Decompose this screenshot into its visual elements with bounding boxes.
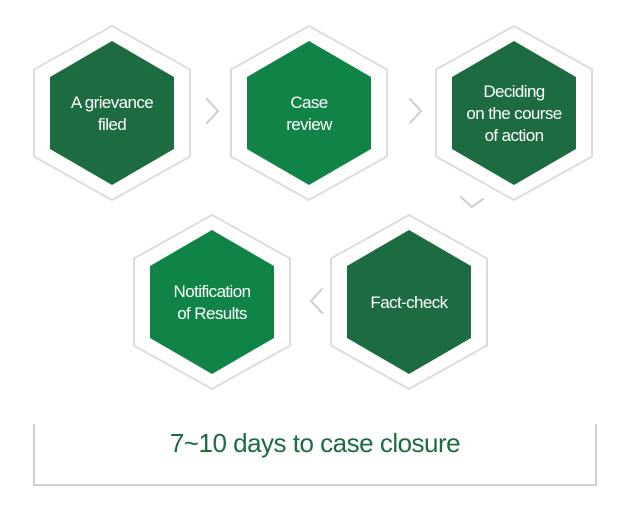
- timeline-bracket-frame: [33, 424, 597, 486]
- arrow-layer: [205, 97, 485, 315]
- step-hexagon: Fact-check: [330, 213, 488, 391]
- step-label-line: Case: [290, 93, 327, 112]
- step-label-line: Notification: [174, 282, 251, 301]
- hexagon-fill: [50, 41, 174, 185]
- timeline-label: 7~10 days to case closure: [170, 428, 460, 458]
- step-label-line: Deciding: [483, 82, 544, 101]
- hexagon-fill: [150, 230, 274, 374]
- step-hexagon: A grievance filed: [33, 24, 191, 202]
- step-label-line: on the course: [466, 104, 561, 123]
- hexagon-layer: A grievance filed Case review Deciding on the…: [33, 24, 593, 391]
- step-label-line: of action: [485, 126, 544, 145]
- step-hexagon: Deciding on the course of action: [435, 24, 593, 202]
- chevron-down-icon: [459, 195, 485, 209]
- chevron-right-icon: [205, 97, 220, 125]
- step-hexagon: Notification of Results: [133, 213, 291, 391]
- hexagon-fill: [347, 230, 471, 374]
- timeline-bracket: 7~10 days to case closure: [33, 424, 597, 486]
- step-label-line: of Results: [177, 304, 247, 323]
- step-label-line: Fact-check: [370, 293, 448, 312]
- hexagon-fill: [247, 41, 371, 185]
- chevron-left-icon: [309, 287, 324, 315]
- step-label-line: review: [286, 115, 333, 134]
- step-hexagon: Case review: [230, 24, 388, 202]
- chevron-right-icon: [408, 97, 423, 125]
- step-label-line: filed: [98, 115, 126, 134]
- hexagon-fill: [452, 41, 576, 185]
- step-label-line: A grievance: [71, 93, 153, 112]
